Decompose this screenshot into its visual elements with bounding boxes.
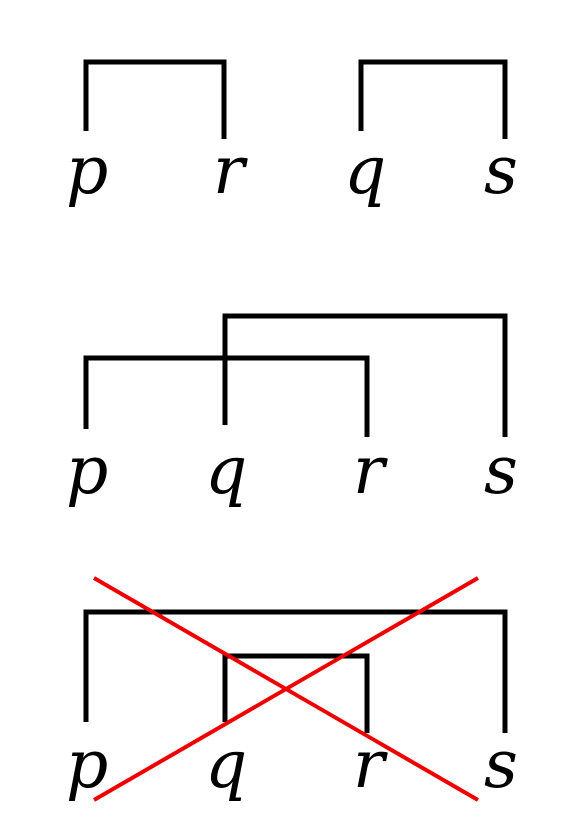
label-1-3: q [344,132,386,209]
label-2-1: p [66,432,108,509]
diagram-3: p q r s [66,576,518,803]
diagram-2: p q r s [66,313,518,509]
cross-line-2 [92,576,480,802]
arc-p-r [83,59,227,139]
label-2-2: q [205,432,247,509]
label-2-4: s [484,432,518,509]
label-1-2: r [213,132,248,209]
cross-out-mark [92,576,480,802]
arc-q-s [358,59,508,139]
arc-q-s [222,313,508,437]
arc-q-r [222,653,370,733]
label-3-1: p [66,726,108,803]
label-3-4: s [484,726,518,803]
label-1-4: s [484,132,518,209]
label-1-1: p [66,132,108,209]
label-3-2: q [205,726,247,803]
diagram-1: p r q s [66,59,518,209]
arc-p-s [83,609,508,733]
label-2-3: r [353,432,388,509]
